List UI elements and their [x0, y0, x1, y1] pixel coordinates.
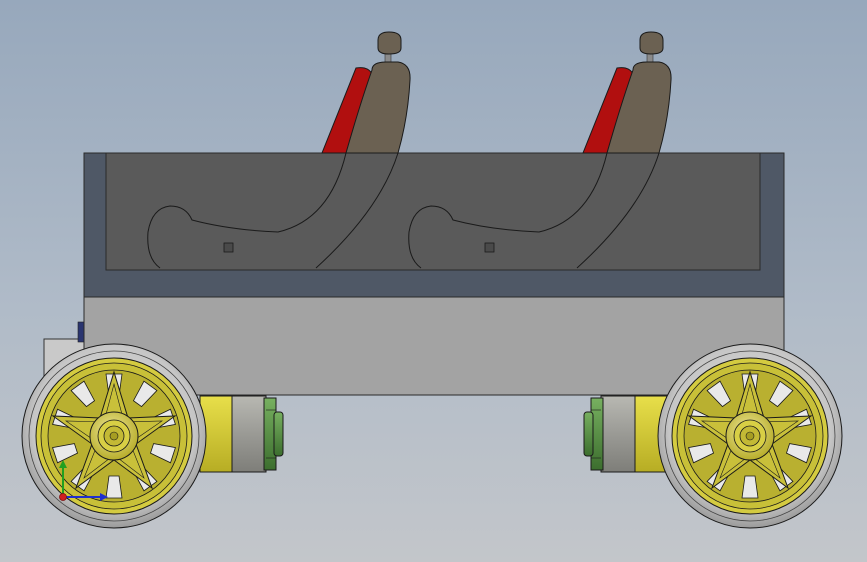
- wheel-right[interactable]: [657, 343, 843, 529]
- motor-right[interactable]: [583, 395, 668, 473]
- seat-front[interactable]: [147, 31, 411, 269]
- seat-rear[interactable]: [408, 31, 672, 269]
- coordinate-triad: [59, 460, 108, 501]
- vehicle-body[interactable]: [83, 152, 785, 396]
- wheel-left[interactable]: [21, 343, 207, 529]
- motor-left[interactable]: [199, 395, 284, 473]
